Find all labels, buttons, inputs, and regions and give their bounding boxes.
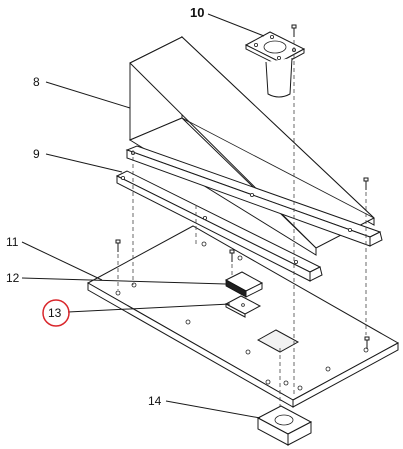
mounting-brackets xyxy=(115,145,383,282)
callout-9: 9 xyxy=(33,147,40,161)
callout-10: 10 xyxy=(190,5,204,20)
leader-lines xyxy=(21,13,265,419)
assembly-lines xyxy=(117,40,367,410)
callouts: 10 8 9 11 12 13 14 xyxy=(6,5,204,408)
pad-13 xyxy=(224,295,262,318)
callout-13: 13 xyxy=(48,306,62,320)
collar-block-14 xyxy=(256,405,313,446)
callout-13-highlight-circle xyxy=(42,299,70,327)
screws xyxy=(115,24,370,349)
callout-11: 11 xyxy=(6,235,19,249)
connector-12 xyxy=(224,271,264,298)
callout-14: 14 xyxy=(148,394,162,408)
callout-12: 12 xyxy=(6,271,20,285)
plate-cutout xyxy=(256,329,300,353)
flange-nozzle xyxy=(244,31,306,98)
callout-8: 8 xyxy=(33,75,40,89)
